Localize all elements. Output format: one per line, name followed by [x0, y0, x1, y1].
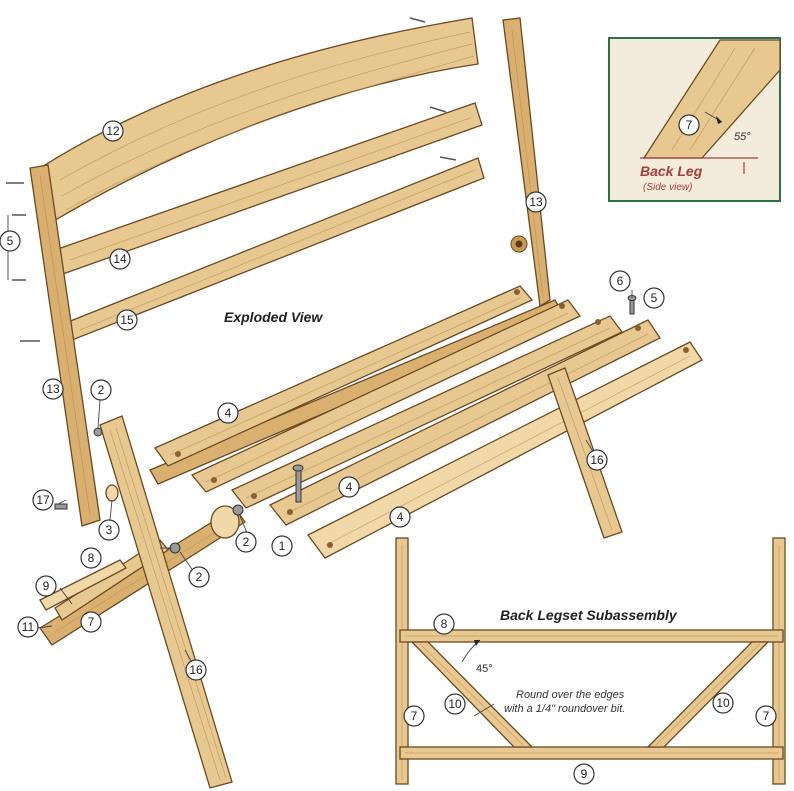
seat-slat-2 [190, 299, 581, 493]
svg-text:2: 2 [98, 383, 105, 397]
svg-text:14: 14 [113, 252, 127, 266]
svg-text:4: 4 [397, 510, 404, 524]
roundover-note-line1: Round over the edges [516, 689, 625, 701]
callout-3: 3 [98, 519, 120, 541]
svg-text:9: 9 [43, 579, 50, 593]
callout-4-a: 4 [217, 402, 239, 424]
svg-text:7: 7 [763, 709, 770, 723]
callout-5-right: 5 [643, 287, 665, 309]
callout-15: 15 [116, 309, 138, 331]
inset-angle: 55° [734, 131, 751, 143]
inset-callout-7: 7 [678, 114, 700, 136]
callout-4-b: 4 [338, 476, 360, 498]
svg-text:4: 4 [346, 480, 353, 494]
callout-2-top: 2 [90, 379, 112, 401]
stretcher-cross [39, 559, 127, 611]
svg-text:15: 15 [120, 313, 134, 327]
callout-1: 1 [271, 535, 293, 557]
seat-slat-3 [230, 315, 623, 509]
subassembly-label: Back Legset Subassembly [500, 607, 678, 623]
svg-text:7: 7 [88, 615, 95, 629]
callout-10-right: 10 [712, 692, 734, 714]
screw-17 [54, 503, 68, 510]
callout-9-exploded: 9 [35, 575, 57, 597]
callout-13-left: 13 [42, 378, 64, 400]
exploded-view-label: Exploded View [224, 309, 323, 325]
svg-text:7: 7 [686, 118, 693, 132]
svg-text:17: 17 [36, 493, 50, 507]
inset-title: Back Leg [640, 163, 703, 179]
seat-assembly [149, 285, 703, 559]
callout-16-right: 16 [586, 449, 608, 471]
stretcher-upper [54, 539, 169, 621]
callout-17: 17 [32, 489, 54, 511]
callout-13-right: 13 [525, 191, 547, 213]
callout-7-exploded: 7 [80, 611, 102, 633]
inset-subtitle: (Side view) [643, 182, 692, 193]
svg-text:9: 9 [581, 767, 588, 781]
callout-4-c: 4 [389, 506, 411, 528]
callout-8-exploded: 8 [80, 547, 102, 569]
front-leg-left [99, 415, 233, 789]
seat-slat-1 [154, 285, 534, 467]
svg-text:4: 4 [225, 406, 232, 420]
svg-text:7: 7 [411, 709, 418, 723]
angle-45-label: 45° [476, 663, 493, 675]
callout-14: 14 [109, 248, 131, 270]
svg-text:16: 16 [590, 453, 604, 467]
carriage-bolt [295, 467, 302, 503]
svg-text:8: 8 [441, 617, 448, 631]
callout-6: 6 [609, 270, 631, 292]
callout-8-legset: 8 [433, 613, 455, 635]
svg-text:10: 10 [448, 697, 462, 711]
callout-7-legset-left: 7 [403, 705, 425, 727]
callout-2-low: 2 [188, 566, 210, 588]
svg-text:3: 3 [106, 523, 113, 537]
back-legset-subassembly: 45° Round over the edges with a 1/4" rou… [395, 537, 786, 785]
axle-dowel [105, 484, 119, 502]
svg-text:2: 2 [243, 535, 250, 549]
dowel-end [210, 505, 240, 539]
callout-7-legset-right: 7 [755, 705, 777, 727]
svg-text:13: 13 [46, 382, 60, 396]
svg-text:5: 5 [7, 234, 14, 248]
svg-text:8: 8 [88, 551, 95, 565]
back-leg-right [502, 17, 551, 308]
svg-text:11: 11 [22, 620, 35, 634]
svg-text:12: 12 [106, 124, 120, 138]
svg-text:2: 2 [196, 570, 203, 584]
callout-16-left: 16 [185, 659, 207, 681]
callout-5-left: 5 [0, 230, 21, 252]
front-leg-assembly [39, 367, 623, 789]
svg-text:13: 13 [529, 195, 543, 209]
svg-text:1: 1 [279, 539, 286, 553]
legset-brace-left [410, 641, 534, 748]
svg-text:5: 5 [651, 291, 658, 305]
callout-2-mid: 2 [235, 531, 257, 553]
svg-text:16: 16 [189, 663, 203, 677]
callout-10-left: 10 [444, 693, 466, 715]
svg-text:10: 10 [716, 696, 730, 710]
roundover-note-line2: with a 1/4" roundover bit. [504, 703, 625, 715]
top-backrest [39, 17, 479, 224]
callout-9-legset: 9 [573, 763, 595, 785]
hex-bolt [629, 299, 635, 315]
inset-leg-shape [642, 39, 781, 159]
callout-11: 11 [17, 616, 39, 638]
backrest-assembly [6, 17, 551, 527]
callout-12: 12 [102, 120, 124, 142]
back-leg-inset: 55° Back Leg (Side view) 7 [608, 37, 781, 202]
svg-text:6: 6 [617, 274, 624, 288]
